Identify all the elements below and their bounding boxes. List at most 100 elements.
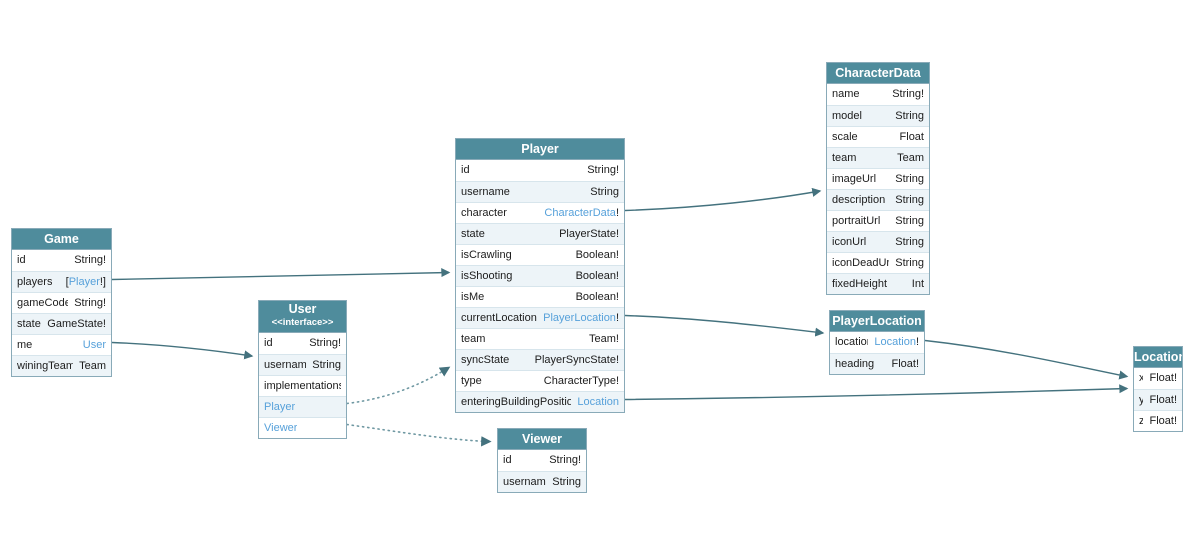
type-node-player-header[interactable]: Player xyxy=(456,139,624,160)
type-node-user-header[interactable]: User <<interface>> xyxy=(259,301,346,333)
type-node-game-header[interactable]: Game xyxy=(12,229,111,250)
field-type: Float! xyxy=(1149,415,1177,427)
field-name[interactable]: Viewer xyxy=(264,422,298,434)
field-type[interactable]: PlayerLocation! xyxy=(543,312,619,324)
field-type: Float! xyxy=(891,358,919,370)
field-row-Player[interactable]: Player xyxy=(259,396,346,417)
field-name: x xyxy=(1139,372,1144,384)
field-type: GameState! xyxy=(47,318,106,330)
type-node-user-title: User xyxy=(288,302,317,316)
field-row-players[interactable]: players[Player!] xyxy=(12,271,111,292)
edge-user-player-implementation xyxy=(346,366,451,405)
field-type: String xyxy=(895,257,924,269)
field-type[interactable]: CharacterData! xyxy=(544,207,619,219)
field-name: name xyxy=(832,88,860,100)
field-type: String! xyxy=(74,297,106,309)
field-type[interactable]: [Player!] xyxy=(65,276,106,288)
field-type: Team! xyxy=(589,333,619,345)
type-node-viewer-header[interactable]: Viewer xyxy=(498,429,586,450)
field-type: PlayerState! xyxy=(559,228,619,240)
field-row-z[interactable]: z Float! xyxy=(1134,410,1182,431)
edge-game-me-to-user xyxy=(111,341,254,360)
field-type[interactable]: Location! xyxy=(874,336,919,348)
field-name[interactable]: Player xyxy=(264,401,296,413)
field-row-location[interactable]: locationLocation! xyxy=(830,332,924,353)
type-link[interactable]: Location xyxy=(577,396,619,408)
field-type: Team xyxy=(79,360,106,372)
field-name: id xyxy=(264,337,273,349)
type-node-location-header[interactable]: Location xyxy=(1134,347,1182,368)
type-link[interactable]: CharacterData xyxy=(544,207,616,219)
field-type: String! xyxy=(309,337,341,349)
type-node-characterdata-header[interactable]: CharacterData xyxy=(827,63,929,84)
type-link[interactable]: User xyxy=(82,339,106,351)
edge-player-enteringbuildingposition-to-location xyxy=(624,384,1129,401)
field-type[interactable]: User xyxy=(83,335,106,355)
type-node-playerlocation-header[interactable]: PlayerLocation xyxy=(830,311,924,332)
field-row-id[interactable]: id String! xyxy=(259,333,346,354)
edge-playerlocation-location-to-location xyxy=(924,339,1129,380)
edge-user-viewer-implementation xyxy=(346,423,492,447)
field-row-implementations[interactable]: implementations xyxy=(259,375,346,396)
field-name: isShooting xyxy=(461,270,513,282)
field-name: state xyxy=(461,228,485,240)
type-link[interactable]: Location xyxy=(874,336,916,348)
field-name: z xyxy=(1139,415,1144,427)
field-row-username[interactable]: username String xyxy=(456,181,624,202)
field-type: PlayerSyncState! xyxy=(534,354,619,366)
field-type: Float! xyxy=(1149,372,1177,384)
type-node-user: User <<interface>> id String! usernameStri… xyxy=(258,300,347,439)
type-node-user-subtitle: <<interface>> xyxy=(271,317,334,328)
field-type: String xyxy=(590,186,619,198)
type-link[interactable]: PlayerLocation xyxy=(543,312,616,324)
field-row-x[interactable]: x Float! xyxy=(1134,368,1182,389)
field-type: String xyxy=(552,476,581,488)
field-name: type xyxy=(461,375,482,387)
field-type: String xyxy=(895,173,924,185)
type-node-playerlocation: PlayerLocation locationLocation!headingF… xyxy=(829,310,925,375)
type-link[interactable]: Player xyxy=(68,276,100,288)
field-name: username xyxy=(461,186,510,198)
field-row-gameCode[interactable]: gameCode String! xyxy=(12,292,111,313)
field-type: String xyxy=(895,110,924,122)
field-row-state[interactable]: state PlayerState! xyxy=(456,223,624,244)
field-row-Viewer[interactable]: Viewer xyxy=(259,417,346,438)
field-type[interactable]: Location xyxy=(577,392,619,412)
field-name: gameCode xyxy=(17,297,69,309)
